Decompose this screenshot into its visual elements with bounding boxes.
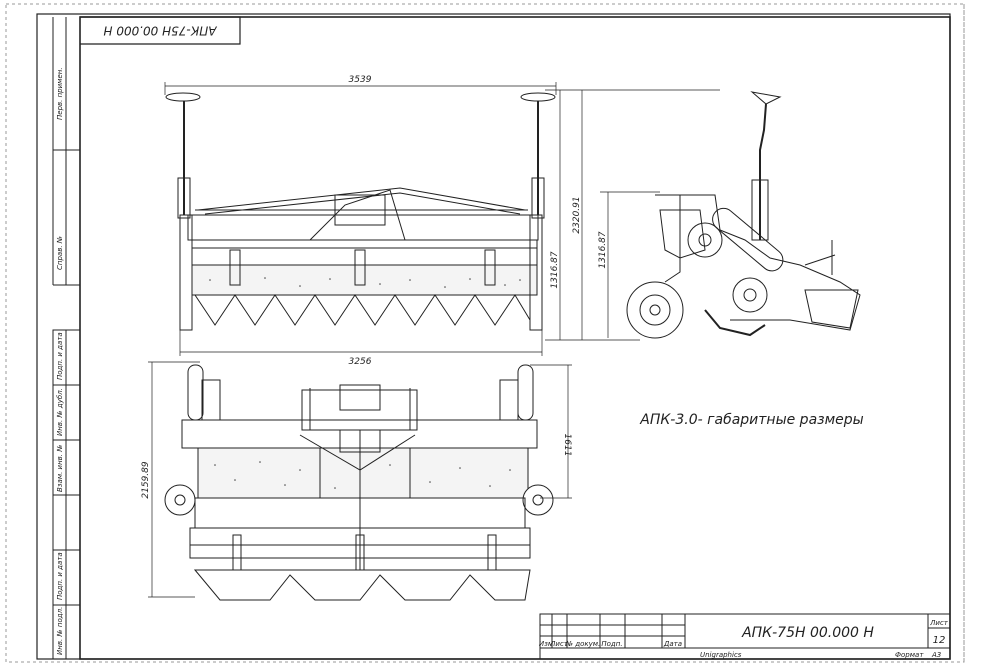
tb-label-sign: Подп. <box>601 640 622 648</box>
strip-label-2: Справ. № <box>56 236 64 270</box>
strip-label-7: Инв. № подл. <box>56 607 64 655</box>
tb-label-doc: № докум. <box>565 640 601 648</box>
tb-sheet-label: Лист <box>929 619 949 627</box>
stamp-code: АПК-75Н 00.000 Н <box>103 24 217 38</box>
strip-label-1: Перв. примен. <box>56 67 64 120</box>
tb-sheet-number: 12 <box>933 635 946 646</box>
stamp-box: АПК-75Н 00.000 Н <box>80 16 241 45</box>
dim-front-total-width: 3539 <box>349 75 372 85</box>
dim-front-base-width: 3256 <box>349 357 372 367</box>
inner-frame <box>79 16 951 660</box>
dim-front-height-lower: 1316.87 <box>550 251 560 288</box>
dim-side-height: 1316.87 <box>598 231 608 268</box>
drawing-caption: АПК-3.0- габаритные размеры <box>639 412 863 428</box>
tb-drawing-code: АПК-75Н 00.000 Н <box>741 625 874 641</box>
front-texture <box>209 277 521 288</box>
tb-label-date: Дата <box>663 640 682 648</box>
dim-front-height-total: 2320.91 <box>572 196 582 233</box>
dim-plan-width: 1611 <box>562 434 572 457</box>
front-dimensions <box>164 82 720 356</box>
strip-label-4: Инв. № дубл. <box>56 388 64 436</box>
side-view <box>626 91 861 339</box>
strip-label-3: Подп. и дата <box>56 332 64 380</box>
title-block <box>539 613 951 660</box>
front-view <box>165 92 556 331</box>
tb-footer-format-label: Формат <box>895 651 924 659</box>
tb-footer-left: Unigraphics <box>700 651 742 659</box>
tb-label-izm: Изм <box>539 640 554 648</box>
outer-frame <box>36 13 951 660</box>
tb-label-list: Лист <box>549 640 569 648</box>
dim-plan-length: 2159.89 <box>141 461 151 498</box>
plan-dimensions <box>148 361 572 598</box>
strip-label-5: Взам. инв. № <box>56 444 64 492</box>
tb-footer-format-value: А3 <box>931 651 941 659</box>
plan-view <box>164 364 554 601</box>
strip-label-6: Подп. и дата <box>56 552 64 600</box>
left-strip <box>52 17 81 660</box>
plan-texture <box>214 461 511 489</box>
trim-border <box>5 3 965 663</box>
